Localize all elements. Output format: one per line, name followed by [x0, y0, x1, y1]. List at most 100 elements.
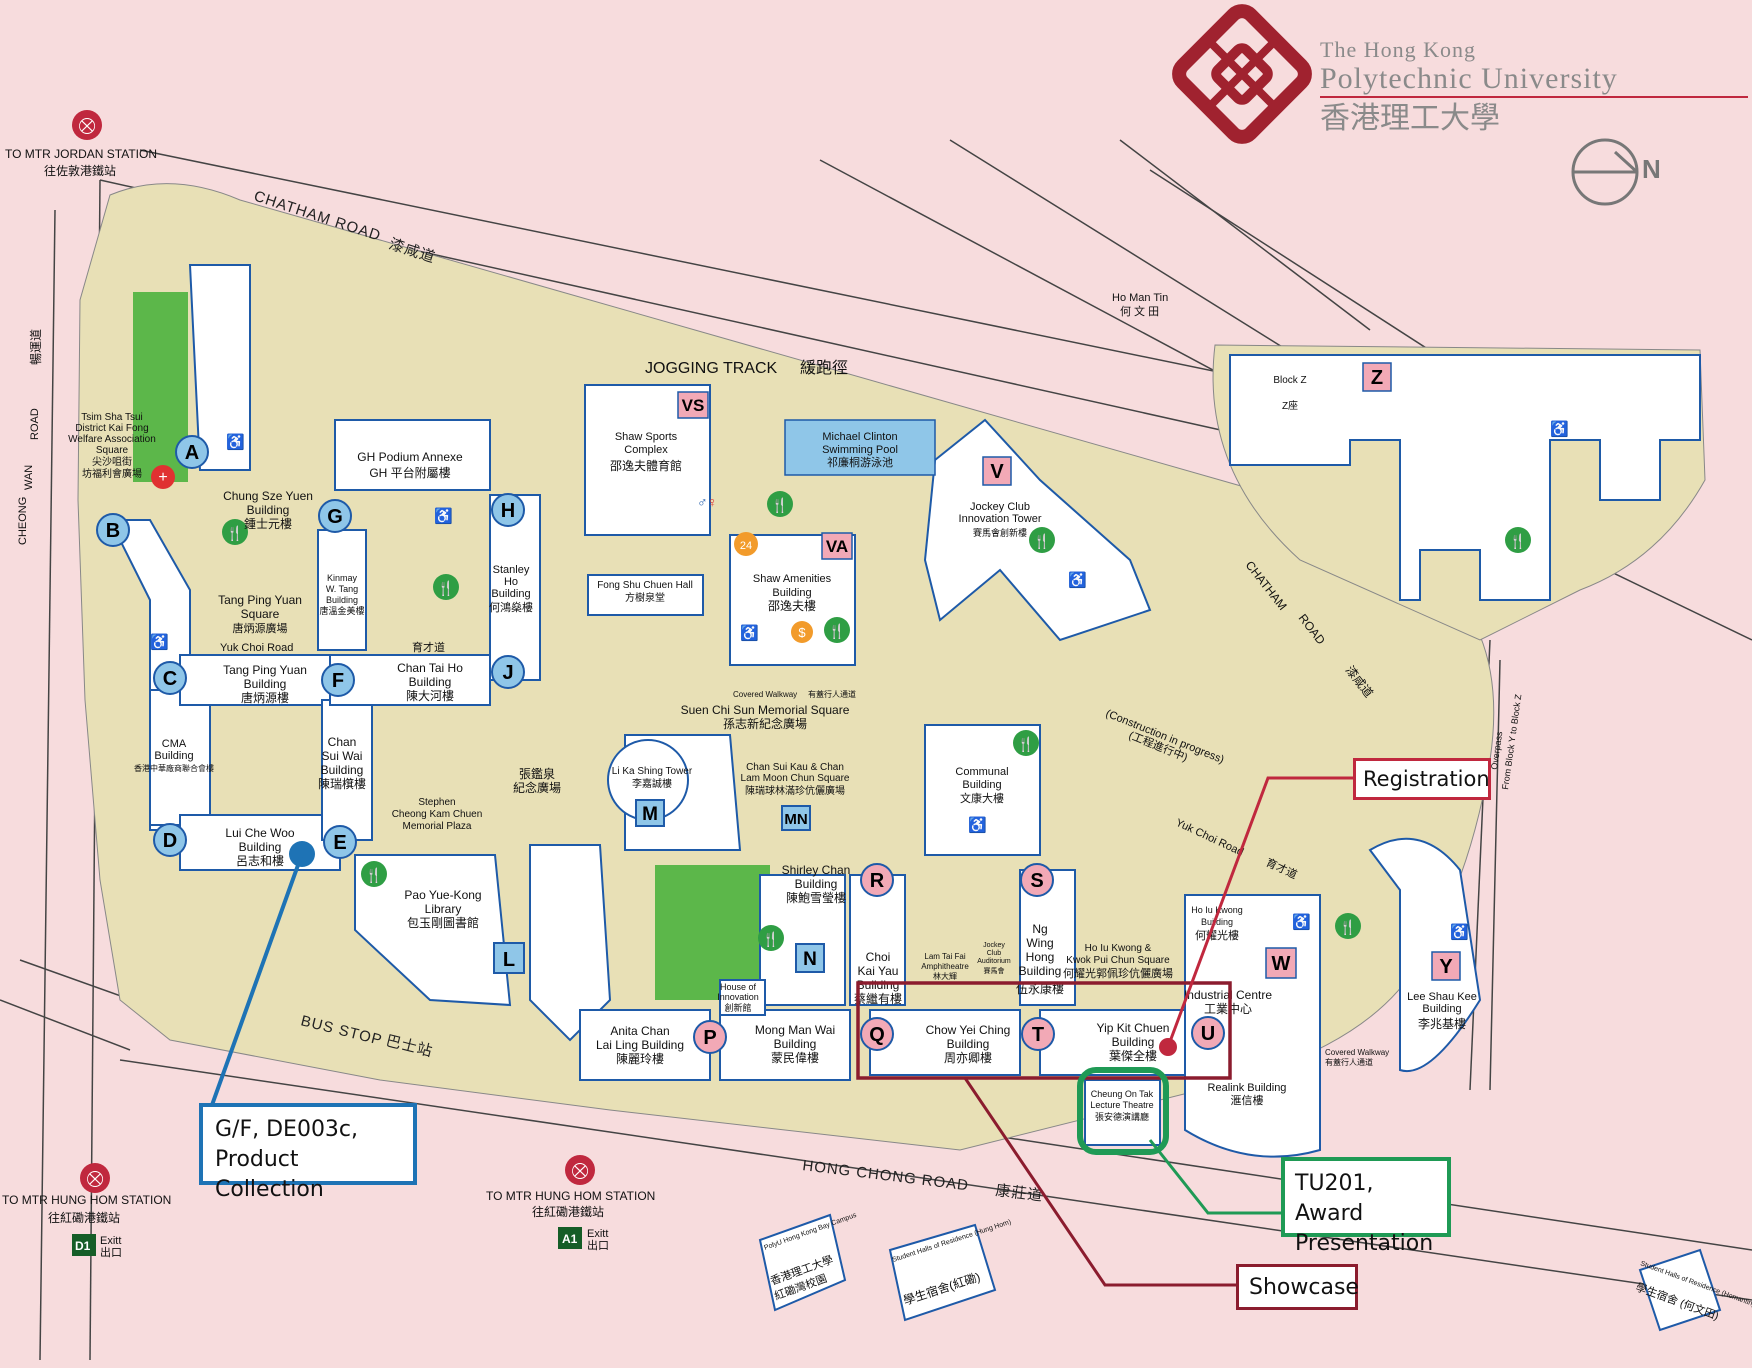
restaurant-icon: 🍴	[758, 925, 784, 951]
building-a-shape	[188, 264, 251, 471]
marker-s[interactable]: S	[1020, 863, 1054, 897]
svg-text:MN: MN	[784, 811, 807, 828]
marker-j[interactable]: J	[491, 655, 525, 689]
building-p2-name: Mong Man Wai	[755, 1023, 835, 1037]
product-collection-callout[interactable]: G/F, DE003c, Product Collection	[199, 1103, 417, 1202]
house-innovation-name: House of	[720, 982, 757, 992]
cheong-wan-road-3: ROAD	[29, 408, 41, 440]
building-s-name4: Building	[1019, 964, 1062, 978]
cheung-on-tak-name: Cheung On Tak	[1091, 1089, 1154, 1099]
building-vs-name: Shaw Sports	[615, 431, 678, 443]
building-cma-zh: 香港中華廠商聯合會樓	[134, 763, 214, 773]
marker-v[interactable]: V	[982, 456, 1012, 486]
accessible-icon: ♿	[1550, 420, 1569, 438]
building-u-name: Industrial Centre	[1184, 988, 1272, 1002]
svg-text:VS: VS	[682, 396, 705, 415]
marker-n[interactable]: N	[795, 943, 825, 973]
marker-a[interactable]: A	[175, 435, 209, 469]
building-h-zh: 何鴻燊樓	[489, 600, 533, 614]
accessible-icon: ♿	[740, 624, 759, 642]
marker-q[interactable]: Q	[860, 1017, 894, 1051]
covered-walkway-label: Covered Walkway	[733, 690, 797, 699]
svg-text:A: A	[185, 442, 199, 464]
marker-y[interactable]: Y	[1431, 951, 1461, 981]
building-e-name: Chan	[328, 735, 357, 749]
svg-text:♿: ♿	[1292, 913, 1311, 931]
accessible-icon: ♿	[434, 507, 453, 525]
building-w-zh: 何耀光樓	[1195, 928, 1239, 942]
building-e-shape	[321, 699, 373, 841]
logo-line2: Polytechnic University	[1320, 62, 1618, 95]
exit-a1-label: Exitt	[587, 1228, 608, 1240]
building-w-name: Ho Iu Kwong	[1191, 905, 1243, 915]
marker-w[interactable]: W	[1265, 947, 1297, 979]
building-z-zh: Z座	[1282, 399, 1298, 412]
marker-va[interactable]: VA	[821, 532, 853, 560]
marker-g[interactable]: G	[318, 499, 352, 533]
building-n-zh: 陳鮑雪瑩樓	[786, 890, 846, 905]
toilet-icon: ♂♀	[697, 494, 718, 510]
marker-mn[interactable]: MN	[781, 805, 811, 831]
building-y-name2: Building	[1422, 1003, 1461, 1015]
marker-e[interactable]: E	[323, 825, 357, 859]
marker-b[interactable]: B	[96, 513, 130, 547]
tst-square-name3: Welfare Association	[68, 434, 156, 445]
mtr-icon: ⛒	[72, 110, 102, 140]
marker-l[interactable]: L	[493, 942, 525, 974]
building-kw-name3: Building	[326, 595, 358, 605]
communal-name2: Building	[962, 779, 1001, 791]
marker-f[interactable]: F	[321, 663, 355, 697]
marker-t[interactable]: T	[1021, 1017, 1055, 1051]
award-presentation-callout[interactable]: TU201, Award Presentation	[1281, 1157, 1451, 1256]
building-d-zh: 呂志和樓	[236, 853, 284, 868]
first-aid-icon: +	[151, 465, 175, 489]
cheung-square-zh: 紀念廣場	[513, 780, 561, 795]
realink-zh: 滙信樓	[1231, 1093, 1264, 1107]
building-m-zh: 李嘉誠樓	[632, 777, 672, 790]
ho-iu-square-zh: 何耀光郭佩珍伉儷廣場	[1063, 966, 1173, 980]
lam-tai-fai-name2: Amphitheatre	[921, 962, 969, 971]
marker-z[interactable]: Z	[1362, 362, 1392, 392]
svg-text:Y: Y	[1439, 956, 1453, 978]
building-y-shape	[1368, 837, 1482, 1073]
building-w-name2: Building	[1201, 917, 1233, 927]
marker-m[interactable]: M	[635, 799, 665, 827]
building-va-name: Shaw Amenities	[753, 573, 832, 585]
marker-u[interactable]: U	[1191, 1016, 1225, 1050]
marker-p[interactable]: P	[693, 1020, 727, 1054]
svg-text:🍴: 🍴	[1509, 533, 1526, 550]
building-q-zh: 周亦卿樓	[944, 1050, 992, 1065]
tang-square-name2: Square	[241, 607, 280, 621]
accessible-icon: ♿	[968, 816, 987, 834]
marker-vs[interactable]: VS	[677, 391, 709, 419]
building-vs-zh: 邵逸夫體育館	[610, 458, 682, 473]
24hour-icon: 24	[734, 532, 758, 556]
svg-text:G: G	[327, 506, 343, 528]
hunghom-station-label-2: TO MTR HUNG HOM STATION	[486, 1189, 655, 1203]
marker-r[interactable]: R	[860, 863, 894, 897]
house-innovation-name2: Innovation	[717, 992, 759, 1002]
marker-d[interactable]: D	[153, 823, 187, 857]
hunghom-station-label-zh: 往紅磡港鐵站	[48, 1210, 120, 1225]
building-p2-name2: Building	[774, 1037, 817, 1051]
building-q-shape	[869, 1009, 1021, 1076]
svg-text:C: C	[163, 668, 177, 690]
yuk-choi-road-label-zh: 育才道	[412, 640, 445, 654]
building-d-name: Lui Che Woo	[225, 826, 294, 840]
marker-h[interactable]: H	[491, 493, 525, 527]
hong-chong-road-label: HONG CHONG ROAD	[802, 1157, 970, 1194]
svg-text:W: W	[1272, 953, 1291, 975]
station-labels: TO MTR HUNG HOM STATION 往紅磡港鐵站 D1 Exitt …	[2, 1189, 655, 1259]
building-hoi-shape	[719, 979, 766, 1016]
showcase-callout[interactable]: Showcase	[1236, 1264, 1359, 1310]
marker-c[interactable]: C	[153, 661, 187, 695]
registration-callout[interactable]: Registration	[1353, 758, 1491, 800]
cheong-wan-zh: 暢運道	[29, 329, 43, 365]
building-v-name: Jockey Club	[970, 501, 1030, 513]
svg-text:N: N	[803, 949, 817, 970]
building-cheung-shape	[1084, 1079, 1161, 1146]
hunghom-station-label: TO MTR HUNG HOM STATION	[2, 1193, 171, 1207]
showcase-highlight-box	[856, 981, 1232, 1080]
hong-chong-road-label-zh: 康莊道	[995, 1182, 1045, 1205]
